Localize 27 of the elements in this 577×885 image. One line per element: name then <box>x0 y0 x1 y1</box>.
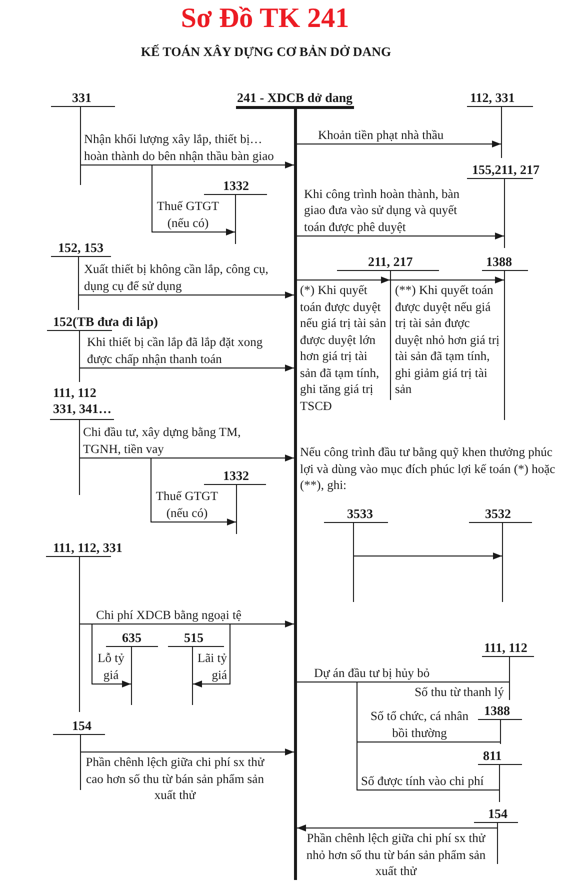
edge-label: Số tổ chức, cá nhân bồi thường <box>369 708 470 741</box>
edge-label: Thuế GTGT (nếu có) <box>154 488 220 521</box>
edge-label: Lỗ tỷ giá <box>96 650 126 683</box>
edge-label: Chi đầu tư, xây dựng bằng TM, TGNH, tiền vay <box>83 424 242 457</box>
t-account: 3532 <box>469 506 532 602</box>
edge-label: Nhận khối lượng xây lắp, thiết bị… hoàn thành do bên nhận thầu bàn giao <box>84 131 275 164</box>
edge-label: Phần chênh lệch giữa chi phí sx thử nhỏ hơn số thu từ bán sản phẩm sản xuất thử <box>305 830 487 880</box>
line-label: Dự án đầu tư bị hủy bỏ <box>314 664 431 681</box>
t-account: 155,211, 217 <box>467 162 540 248</box>
t-account: 3533 <box>324 506 388 602</box>
edge-label: (*) Khi quyết toán được duyệt nếu giá trị tài sản được duyệt lớn hơn giá trị tài sản đã tạm tính, ghi tăng giá trị TSCĐ <box>300 282 387 414</box>
edge-label: Khoản tiền phạt nhà thầu <box>318 126 445 143</box>
note-text: Nếu công trình đầu tư bằng quỹ khen thưởng phúc lợi và dùng vào mục đích phúc lợi kế toán (*) hoặc (**), ghi: <box>300 444 556 494</box>
edge-label: Số thu từ thanh lý <box>414 684 504 700</box>
diagram-subtitle: KẾ TOÁN XÂY DỰNG CƠ BẢN DỞ DANG <box>140 44 392 60</box>
edge-label: Phần chênh lệch giữa chi phí sx thử cao hơn số thu từ bán sản phẩm sản xuất thử <box>85 754 265 804</box>
edge-label: (**) Khi quyết toán được duyệt nếu giá trị tài sản được duyệt nhỏ hơn giá trị tài sản đã tạm tính, ghi giảm giá trị tài sản <box>395 282 500 398</box>
edge-label: Số được tính vào chi phí <box>361 772 485 789</box>
t-account: 112, 331 <box>467 90 533 158</box>
diagram-title: Sơ Đồ TK 241 <box>180 2 350 36</box>
edge-label: Xuất thiết bị không cần lắp, công cụ, dụng cụ để sử dụng <box>84 261 270 294</box>
edge-label: Khi công trình hoàn thành, bàn giao đưa vào sử dụng và quyết toán được phê duyệt <box>304 186 461 235</box>
connector-line <box>356 682 358 742</box>
edge-label: Chi phí XDCB bằng ngoại tệ <box>96 606 242 623</box>
edge-label: Khi thiết bị cần lắp đã lắp đặt xong được chấp nhận thanh toán <box>87 334 264 367</box>
t-account: 1388 <box>478 703 522 744</box>
edge-label: Lãi tỷ giá <box>196 650 227 683</box>
